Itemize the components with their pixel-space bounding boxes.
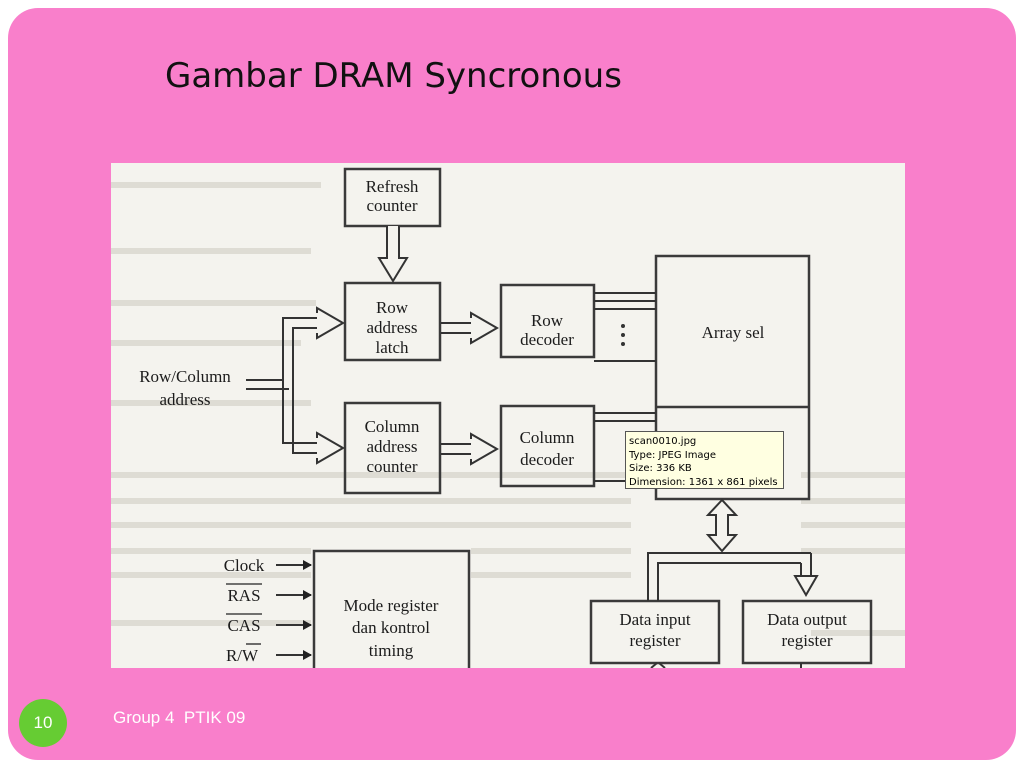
latch-to-decoder-arrows [441,311,500,466]
array-label: Array sel [702,323,765,342]
data-input-register-label-1: Data input [619,610,691,629]
data-register-bus [647,552,819,668]
column-address-counter-label-2: address [367,437,418,456]
tooltip-dimension: Dimension: 1361 x 861 pixels [629,476,778,488]
control-signal-arrows [276,560,312,660]
mode-register-label-3: timing [369,641,414,660]
scanned-diagram-image: Refresh counter Row address latch Row de… [111,163,905,668]
mode-register-label-1: Mode register [344,596,439,615]
row-decoder-box [499,283,596,359]
address-input-arrows [246,306,346,465]
dram-block-diagram: Refresh counter Row address latch Row de… [111,167,905,668]
tooltip-type: Type: JPEG Image [629,449,717,461]
array-data-bidirectional-arrow [705,498,739,553]
active-low-overbars [226,583,262,645]
tooltip-filename: scan0010.jpg [629,436,697,447]
array-box [654,254,811,501]
tooltip-size: Size: 336 KB [629,463,692,474]
mode-register-box [312,549,471,668]
ras-label: RAS [227,586,260,605]
row-address-latch-label-1: Row [376,298,409,317]
data-input-register-label-2: register [630,631,681,650]
refresh-counter-label-1: Refresh [366,177,419,196]
row-column-address-label-1: Row/Column [139,367,231,386]
refresh-to-row-latch-arrow [377,226,409,283]
row-column-address-label-2: address [160,390,211,409]
column-address-counter-label-3: counter [367,457,418,476]
row-address-latch-label-2: address [367,318,418,337]
data-output-register-box [741,599,873,665]
background-text-lines [111,182,905,636]
cas-label: CAS [227,616,260,635]
footer-text: Group 4 PTIK 09 [113,708,246,727]
data-input-register-box [589,599,721,665]
column-decoder-label-1: Column [520,428,575,447]
column-address-counter-label-1: Column [365,417,420,436]
column-decoder-label-2: decoder [520,450,574,469]
data-output-register-label-2: register [782,631,833,650]
page-number-badge: 10 [19,699,67,747]
image-info-tooltip: scan0010.jpg Type: JPEG Image Size: 336 … [625,431,784,489]
mode-register-label-2: dan kontrol [352,618,430,637]
row-decoder-label-1: Row [531,311,564,330]
slide-title: Gambar DRAM Syncronous [165,56,622,96]
row-address-latch-label-3: latch [375,338,409,357]
refresh-counter-label-2: counter [367,196,418,215]
rw-label: R/W [226,646,259,665]
column-decoder-box [499,404,596,488]
data-output-register-label-1: Data output [767,610,847,629]
row-address-latch-box [343,281,442,362]
clock-label: Clock [224,556,265,575]
row-decoder-label-2: decoder [520,330,574,349]
